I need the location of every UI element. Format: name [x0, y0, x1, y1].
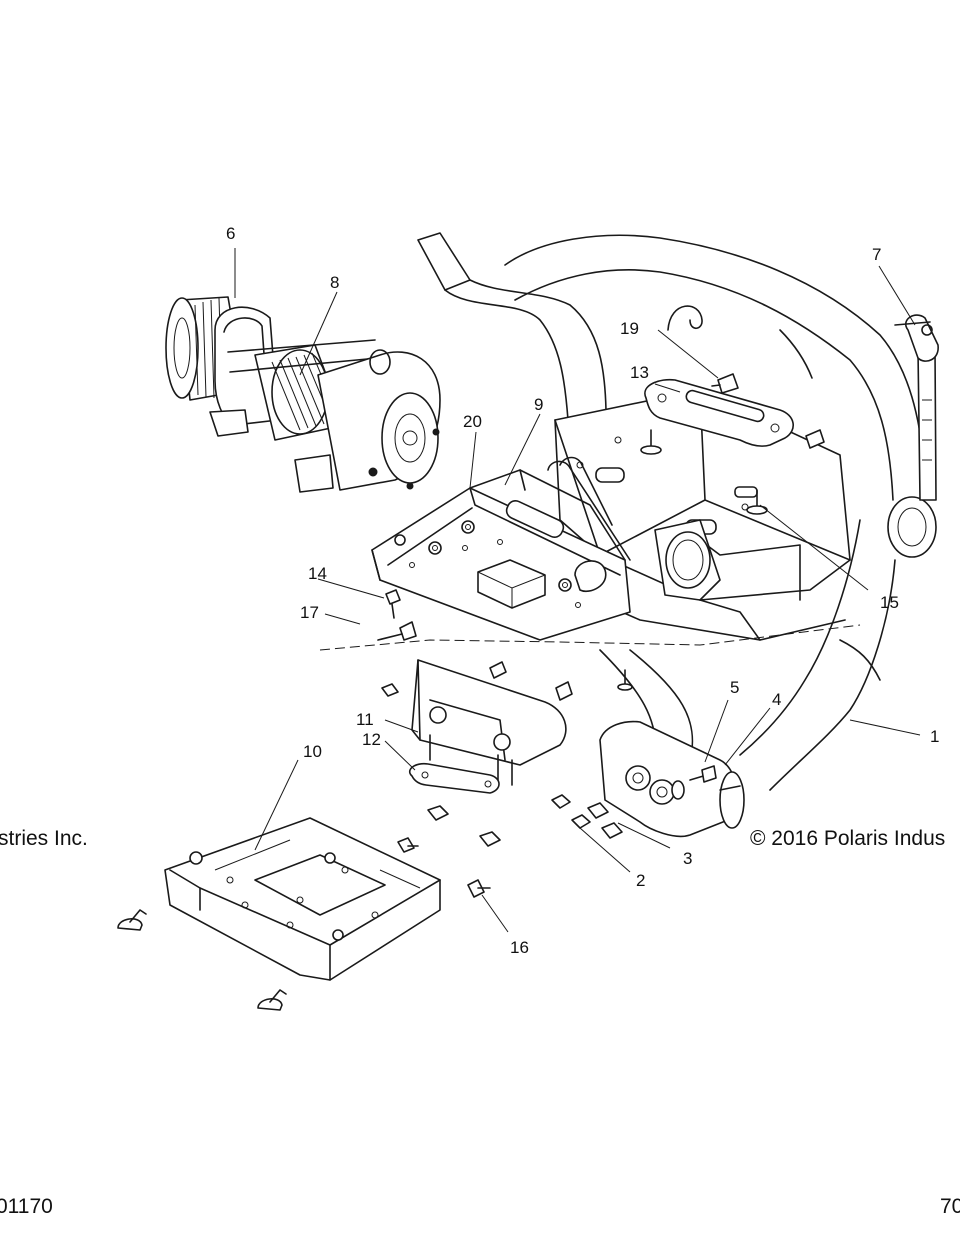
callout-11: 11 [356, 710, 374, 729]
plate-bolt [394, 534, 406, 546]
callout-9: 9 [534, 395, 543, 414]
callout-13: 13 [630, 363, 649, 382]
copyright-right: © 2016 Polaris Indus [750, 827, 945, 850]
skid-plate [164, 817, 441, 981]
assembly-line [319, 624, 861, 651]
winch-mount-plate [371, 456, 631, 641]
callout-5: 5 [730, 678, 739, 697]
plate-bolt [461, 520, 475, 534]
stud [640, 429, 768, 515]
callout-8: 8 [330, 273, 339, 292]
plate-bolt [428, 541, 442, 555]
callout-16: 16 [510, 938, 529, 957]
callout-17: 17 [300, 603, 319, 622]
callout-7: 7 [872, 245, 881, 264]
plate-bolt [558, 578, 572, 592]
footer-right: 70 [940, 1195, 960, 1218]
callout-14: 14 [308, 564, 327, 583]
fairlead [644, 378, 794, 447]
callouts: 6 8 7 19 13 9 20 14 15 17 5 4 11 1 10 12… [226, 224, 939, 957]
callout-4: 4 [772, 690, 781, 709]
callout-10: 10 [303, 742, 322, 761]
bolt-19 [711, 373, 825, 449]
nuts-2-3 [551, 794, 623, 839]
winch [165, 296, 441, 493]
bumper-tube [417, 232, 937, 791]
callout-19: 19 [620, 319, 639, 338]
callout-2: 2 [636, 871, 645, 890]
hook-strap [894, 314, 939, 501]
callout-20: 20 [463, 412, 482, 431]
link-plate [408, 762, 500, 794]
bolt-4-5 [671, 765, 741, 800]
footer-left: 01170 [0, 1195, 53, 1218]
callout-15: 15 [880, 593, 899, 612]
callout-1: 1 [930, 727, 939, 746]
hardware [117, 589, 633, 1011]
callout-6: 6 [226, 224, 235, 243]
tow-bracket [599, 720, 745, 838]
lower-bracket [411, 649, 694, 786]
callout-12: 12 [362, 730, 381, 749]
leader-lines [234, 248, 921, 933]
callout-3: 3 [683, 849, 692, 868]
copyright-left: stries Inc. [0, 827, 88, 850]
